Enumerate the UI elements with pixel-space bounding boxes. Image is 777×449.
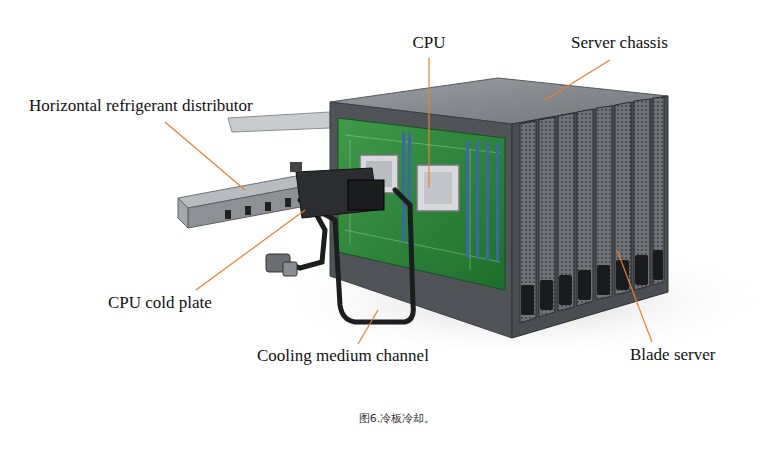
cpu-chip: [424, 172, 452, 204]
part-label: Blade server: [630, 345, 715, 365]
memory-slots: [402, 132, 499, 261]
figure-caption: 图6.冷板冷却。: [359, 411, 436, 426]
part-label: Server chassis: [571, 33, 668, 53]
blade-handles: [521, 250, 663, 315]
part-label: CPU cold plate: [108, 293, 212, 313]
board-traces: [345, 135, 500, 270]
distributor-side: [178, 198, 188, 228]
blade-servers: [520, 97, 664, 323]
cold-plate-fitting: [290, 162, 302, 172]
cpu-socket: [417, 165, 459, 211]
quick-connector: [283, 262, 297, 276]
chassis-front: [512, 96, 668, 338]
part-label: Horizontal refrigerant distributor: [29, 96, 253, 116]
chassis-side: [330, 102, 512, 338]
distributor-connectors: [225, 198, 291, 219]
part-label: Cooling medium channel: [257, 346, 429, 366]
top-tray: [228, 112, 330, 132]
cold-plate-block: [348, 180, 384, 210]
motherboard: [338, 118, 505, 290]
part-label: CPU: [412, 33, 445, 53]
